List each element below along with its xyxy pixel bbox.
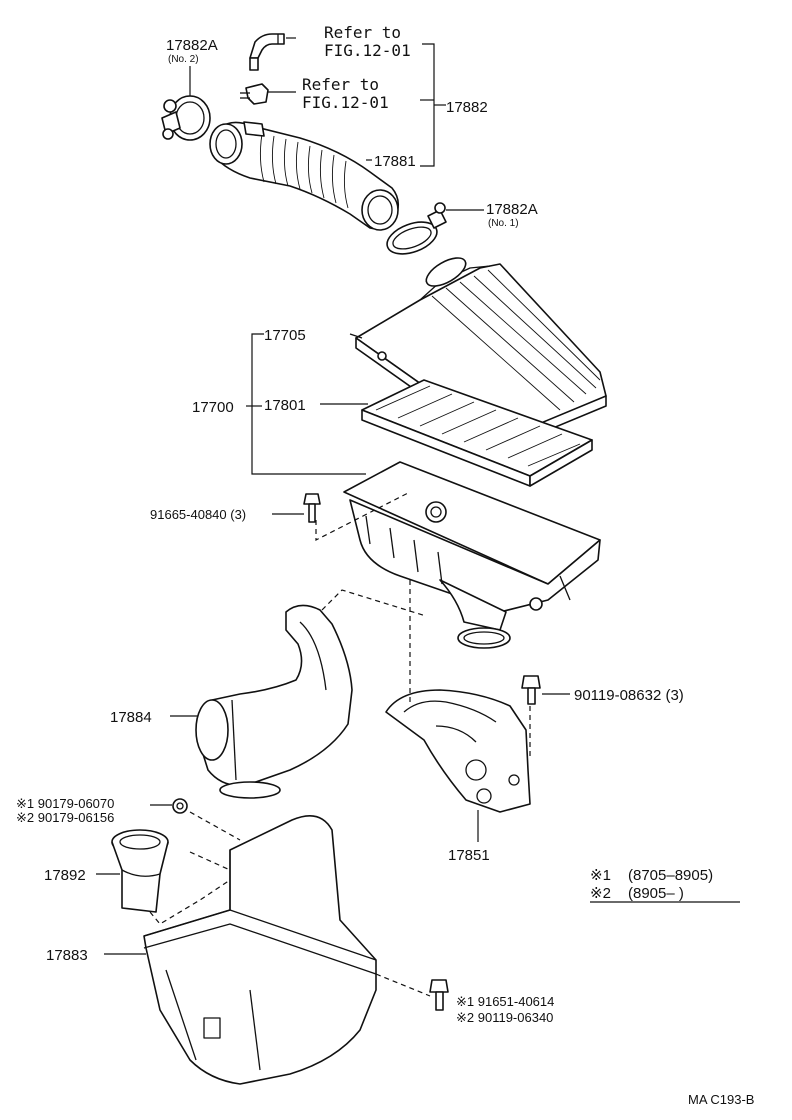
bolt-91651 (429, 979, 449, 1011)
legend-mark-2: ※2 (590, 885, 611, 902)
part-17851: 17851 (448, 847, 490, 864)
part-17882A-no2-sub: (No. 2) (168, 54, 199, 65)
part-90119-08632: 90119-08632 (3) (574, 687, 684, 704)
part-91651: ※1 91651-40614 (456, 994, 554, 1009)
part-17882A-no1-sub: (No. 1) (488, 218, 519, 229)
small-hose-fitting (249, 33, 285, 71)
part-17883: 17883 (46, 947, 88, 964)
part-17884: 17884 (110, 709, 152, 726)
leader-lines (96, 37, 740, 997)
resonator-case (143, 814, 377, 1085)
part-90179-06156: ※2 90179-06156 (16, 810, 114, 825)
filter-element (361, 379, 593, 487)
part-17882A-no1: 17882A (486, 201, 538, 218)
part-90179-06070: ※1 90179-06070 (16, 796, 114, 811)
bolt-90119-08632 (521, 675, 541, 705)
part-17881: 17881 (374, 153, 416, 170)
bolt-91665 (303, 493, 321, 523)
clamp-no2 (161, 95, 211, 141)
refer-label-2a: Refer to (302, 75, 379, 94)
part-17892: 17892 (44, 867, 86, 884)
refer-label-2b: FIG.12-01 (302, 93, 389, 112)
legend-mark-1: ※1 (590, 867, 611, 884)
part-17882A-no2: 17882A (166, 37, 218, 54)
resonator-pipe (111, 829, 169, 913)
part-90119-06340: ※2 90119-06340 (456, 1010, 553, 1025)
intake-hose-bellows (209, 121, 400, 231)
refer-label-1a: Refer to (324, 23, 401, 42)
mounting-bracket (385, 689, 531, 813)
air-intake-duct (195, 604, 353, 799)
part-17700: 17700 (192, 399, 234, 416)
clamp-no1 (386, 202, 447, 255)
vacuum-connector (240, 83, 269, 105)
part-17801: 17801 (264, 397, 306, 414)
refer-label-1b: FIG.12-01 (324, 41, 411, 60)
part-17882: 17882 (446, 99, 488, 116)
grommet (172, 798, 188, 814)
air-cleaner-case (343, 461, 601, 649)
part-17705: 17705 (264, 327, 306, 344)
footer-code: MA C193-B (688, 1092, 754, 1107)
legend-range-2: (8905– ) (628, 885, 684, 902)
part-91665: 91665-40840 (3) (150, 507, 246, 522)
legend-range-1: (8705–8905) (628, 867, 713, 884)
